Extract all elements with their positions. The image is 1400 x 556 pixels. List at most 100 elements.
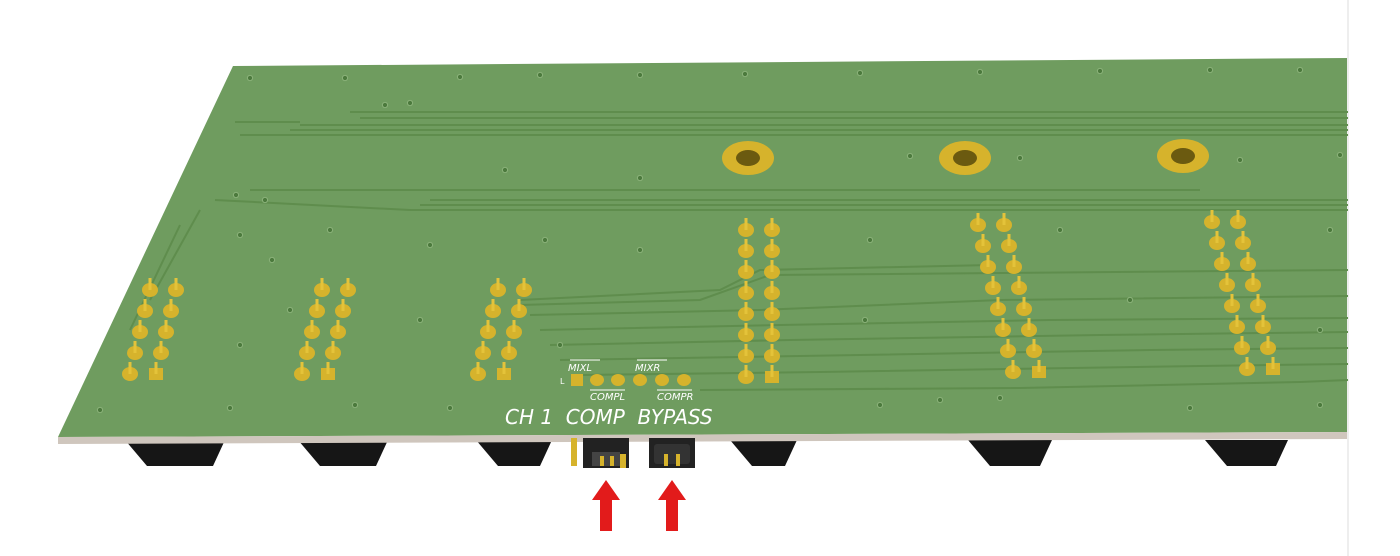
- pad-pin: [310, 320, 314, 332]
- pcb-top-surface: [58, 58, 1348, 437]
- via: [536, 71, 544, 79]
- pad-pin: [1037, 360, 1041, 372]
- copper-trace: [549, 331, 1349, 346]
- pad-pin: [1266, 336, 1270, 348]
- mounting-hole-bore: [953, 150, 977, 166]
- jumper-header-left: [571, 438, 629, 468]
- pad-pin: [1210, 210, 1214, 222]
- via: [1096, 67, 1104, 75]
- via: [1236, 156, 1244, 164]
- pad-pin: [996, 297, 1000, 309]
- via: [96, 406, 104, 414]
- via: [556, 341, 564, 349]
- pad-pin: [1261, 315, 1265, 327]
- pad-pin: [1011, 360, 1015, 372]
- via: [861, 316, 869, 324]
- mounting-hole-bore: [1171, 148, 1195, 164]
- pad-pin: [512, 320, 516, 332]
- via: [996, 394, 1004, 402]
- pad-pin: [1235, 315, 1239, 327]
- via: [261, 196, 269, 204]
- pad-pin: [986, 255, 990, 267]
- red-arrow-icon: [592, 480, 620, 531]
- pad-pin: [1225, 273, 1229, 285]
- mounting-hole-bore: [736, 150, 760, 166]
- pad-pin: [991, 276, 995, 288]
- connector-block: [968, 440, 1052, 466]
- via: [936, 396, 944, 404]
- pad-pin: [128, 362, 132, 374]
- via: [1206, 66, 1214, 74]
- via: [976, 68, 984, 76]
- silkscreen: CH 1 COMP BYPASS MIXL MIXR COMPL COMPR L: [505, 359, 713, 429]
- jumper-pad: [655, 374, 669, 386]
- pad-pin: [320, 278, 324, 290]
- silkscreen-mixl-label: MIXL: [568, 363, 592, 374]
- via: [326, 226, 334, 234]
- silkscreen-compl-label: COMPL: [590, 392, 625, 403]
- via: [456, 73, 464, 81]
- indicator-arrows: [592, 480, 686, 531]
- pad-pin: [169, 299, 173, 311]
- jumper-pad: [633, 374, 647, 386]
- pad-pin: [1007, 234, 1011, 246]
- pad-pin: [336, 320, 340, 332]
- via: [866, 236, 874, 244]
- via: [856, 69, 864, 77]
- pad-pin: [164, 320, 168, 332]
- pad-pin: [981, 234, 985, 246]
- via: [426, 241, 434, 249]
- via: [351, 401, 359, 409]
- copper-trace: [519, 264, 991, 301]
- pad-pin: [744, 302, 748, 314]
- via: [1016, 154, 1024, 162]
- via: [876, 401, 884, 409]
- pad-pin: [744, 344, 748, 356]
- pcb-edge: [58, 432, 1348, 444]
- pad-pin: [744, 281, 748, 293]
- via: [236, 341, 244, 349]
- pad-pin: [502, 362, 506, 374]
- copper-trace: [519, 269, 1349, 306]
- pad-layer: [122, 210, 1280, 386]
- pad-pin: [1240, 336, 1244, 348]
- pad-pin: [770, 218, 774, 230]
- pad-pin: [744, 239, 748, 251]
- via: [246, 74, 254, 82]
- pad-pin: [976, 213, 980, 225]
- pad-pin: [770, 344, 774, 356]
- pad-pin: [1032, 339, 1036, 351]
- pcb-board: [58, 0, 1349, 556]
- silkscreen-mixr-label: MIXR: [635, 363, 660, 374]
- pad-pin: [315, 299, 319, 311]
- pad-pin: [133, 341, 137, 353]
- via: [1056, 226, 1064, 234]
- pad-pin: [496, 278, 500, 290]
- pad-pin: [744, 218, 748, 230]
- connector-block: [298, 440, 388, 466]
- via: [906, 152, 914, 160]
- via: [416, 316, 424, 324]
- connector-block: [125, 440, 225, 466]
- via: [381, 101, 389, 109]
- pad-pin: [1246, 252, 1250, 264]
- via: [406, 99, 414, 107]
- jumper-pad: [677, 374, 691, 386]
- pad-pin: [159, 341, 163, 353]
- pad-pin: [486, 320, 490, 332]
- via: [541, 236, 549, 244]
- via: [236, 231, 244, 239]
- pad-pin: [1022, 297, 1026, 309]
- pad-pin: [341, 299, 345, 311]
- via: [446, 404, 454, 412]
- red-arrow-icon: [658, 480, 686, 531]
- pad-pin: [1012, 255, 1016, 267]
- pad-pin: [770, 323, 774, 335]
- pad-pin: [305, 341, 309, 353]
- pad-pin: [770, 260, 774, 272]
- pad-pin: [744, 323, 748, 335]
- via: [232, 191, 240, 199]
- pad-pin: [1001, 318, 1005, 330]
- pad-pin: [1027, 318, 1031, 330]
- pad-pin: [138, 320, 142, 332]
